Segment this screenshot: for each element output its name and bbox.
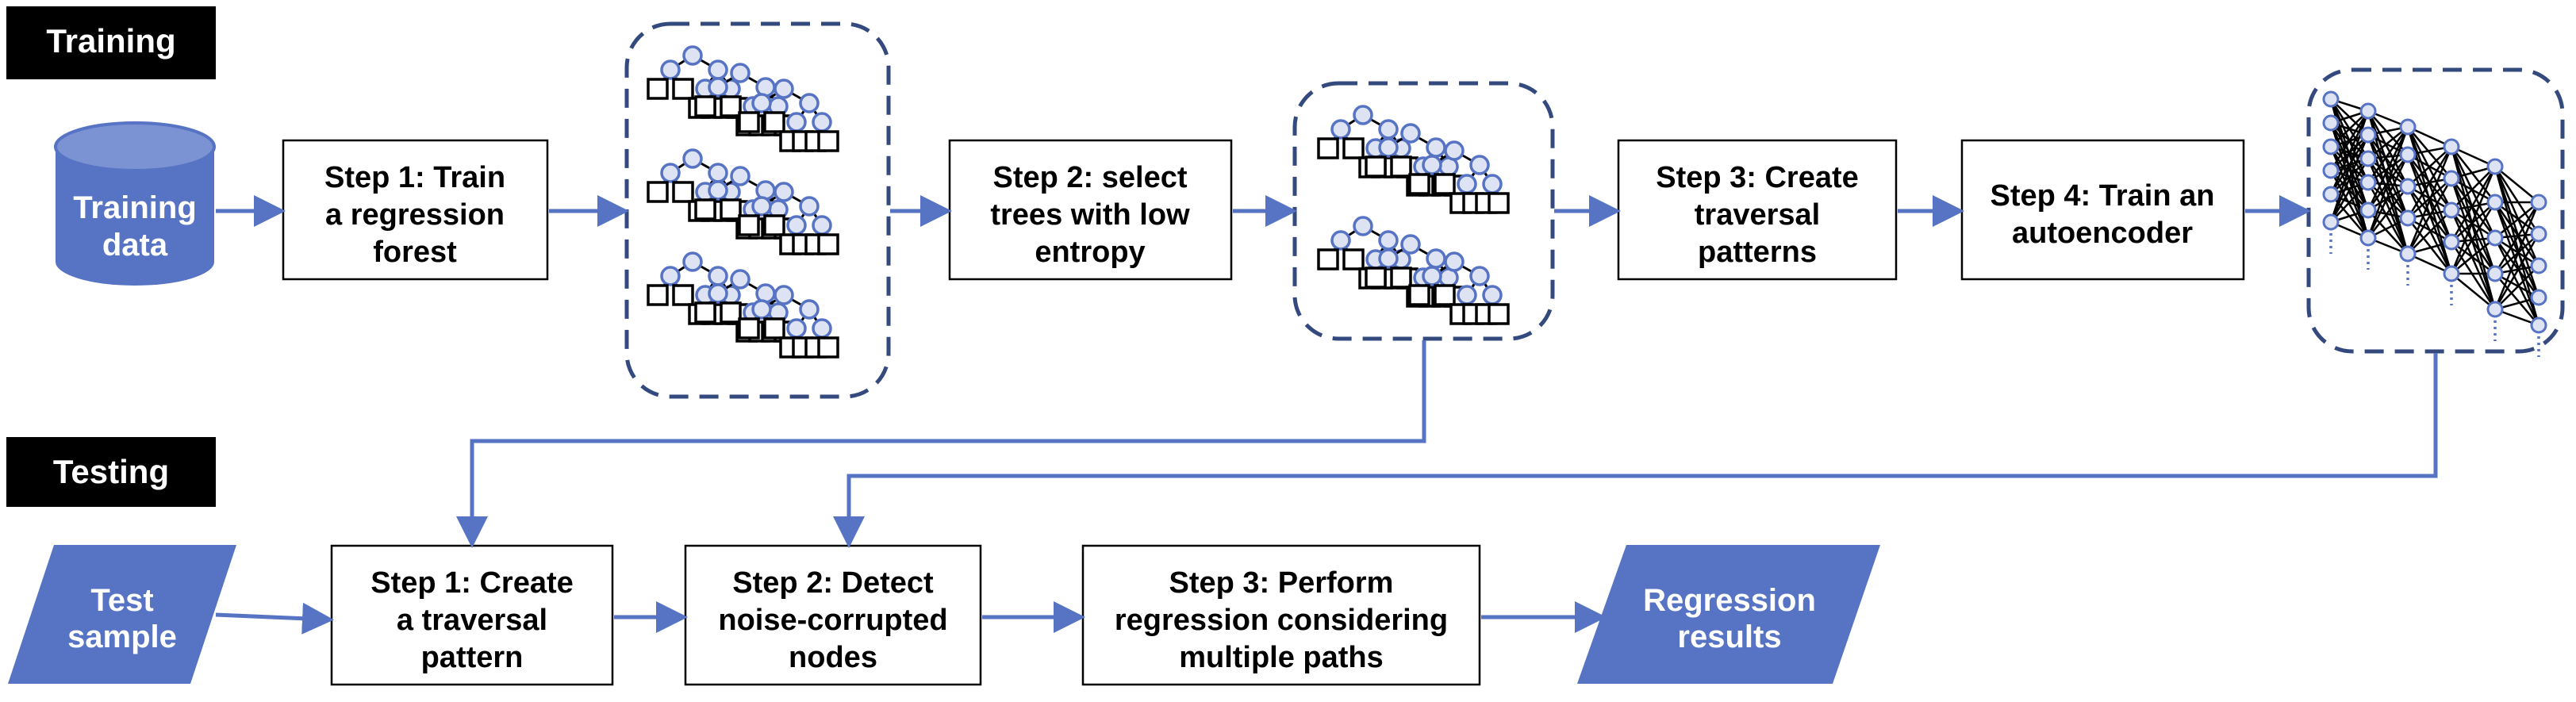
testing-step3-box: Step 3: Perform regression considering m…: [1081, 544, 1481, 686]
training-data-line1: Training: [73, 190, 197, 225]
test-sample-line2: sample: [67, 620, 177, 654]
training-step1-line1: Step 1: Train: [324, 161, 505, 194]
testing-step1-line3: pattern: [421, 641, 524, 674]
testing-step2-line2: noise-corrupted: [718, 604, 947, 637]
training-step3-line2: traversal: [1695, 198, 1820, 232]
test-sample-parallelogram: Test sample: [8, 545, 236, 684]
testing-step1-line2: a traversal: [397, 604, 547, 637]
training-step3-line3: patterns: [1698, 236, 1817, 269]
arrow-selected-to-test-step1: [456, 340, 1426, 548]
training-step3-box: Step 3: Create traversal patterns: [1617, 139, 1898, 281]
training-step2-line1: Step 2: select: [993, 161, 1188, 194]
training-step1-line2: a regression: [325, 198, 505, 232]
testing-step2-box: Step 2: Detect noise-corrupted nodes: [684, 544, 982, 686]
results-line1: Regression: [1643, 583, 1816, 618]
testing-step3-line1: Step 3: Perform: [1169, 566, 1394, 600]
testing-step3-line2: regression considering: [1115, 604, 1448, 637]
arrow-sample-to-step1: [215, 602, 334, 635]
testing-label-text: Testing: [53, 453, 169, 490]
training-step2-box: Step 2: select trees with low entropy: [948, 139, 1233, 281]
training-step1-line3: forest: [373, 236, 457, 269]
training-data-cylinder: Training data: [54, 121, 216, 286]
training-step2-line3: entropy: [1035, 236, 1145, 269]
training-step4-line2: autoencoder: [2012, 217, 2193, 250]
testing-step2-line1: Step 2: Detect: [732, 566, 934, 600]
test-sample-line1: Test: [90, 583, 153, 618]
training-step1-box: Step 1: Train a regression forest: [282, 139, 549, 281]
testing-step2-line3: nodes: [789, 641, 877, 674]
training-data-line2: data: [102, 228, 168, 263]
regression-results-parallelogram: Regression results: [1577, 545, 1880, 684]
forest-icon: [647, 45, 839, 359]
testing-step3-line3: multiple paths: [1179, 641, 1384, 674]
training-step3-line1: Step 3: Create: [1656, 161, 1859, 194]
selected-trees-icon: [1317, 105, 1510, 325]
training-label-text: Training: [46, 22, 175, 59]
testing-step1-box: Step 1: Create a traversal pattern: [330, 544, 614, 686]
training-step4-line1: Step 4: Train an: [1991, 179, 2215, 213]
autoencoder-network-icon: [2322, 90, 2547, 357]
training-step2-line2: trees with low: [990, 198, 1190, 232]
training-section-label: Training: [6, 6, 216, 79]
testing-step1-line1: Step 1: Create: [370, 566, 574, 600]
arrow-autoencoder-to-test-step2: [833, 353, 2438, 548]
testing-section-label: Testing: [6, 437, 216, 507]
results-line2: results: [1677, 620, 1781, 654]
training-step4-box: Step 4: Train an autoencoder: [1960, 139, 2245, 281]
